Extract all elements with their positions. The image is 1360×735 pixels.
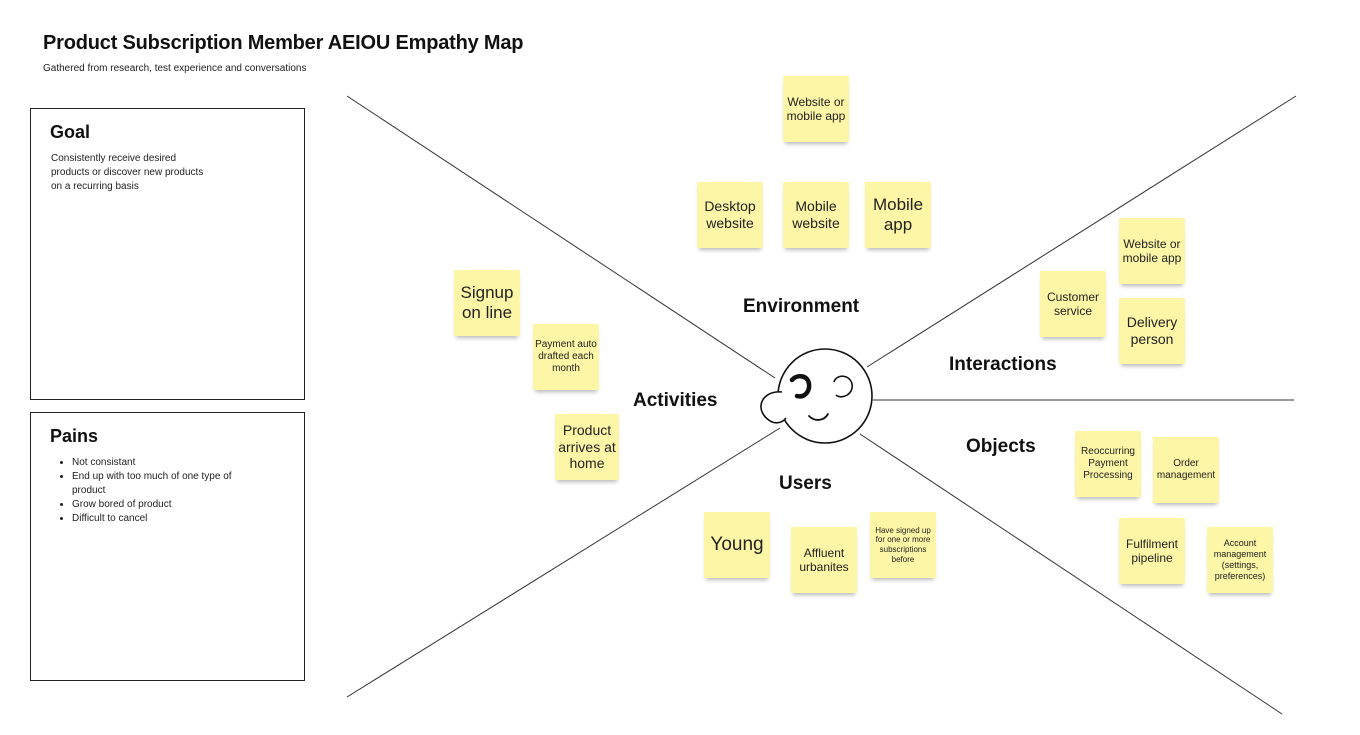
sticky-note[interactable]: Delivery person — [1119, 298, 1185, 364]
users-label: Users — [779, 473, 832, 494]
pains-heading: Pains — [50, 426, 99, 446]
smiling-face-icon — [760, 348, 873, 444]
pains-item: Difficult to cancel — [72, 512, 232, 526]
pains-item: Grow bored of product — [72, 498, 232, 512]
sticky-note[interactable]: Signup on line — [454, 270, 520, 336]
sticky-note[interactable]: Desktop website — [697, 182, 763, 248]
pains-list: Not consistant End up with too much of o… — [51, 456, 232, 526]
sticky-note[interactable]: Fulfilment pipeline — [1119, 518, 1185, 584]
sticky-note[interactable]: Order management — [1153, 437, 1219, 503]
page-title: Product Subscription Member AEIOU Empath… — [43, 32, 524, 54]
sticky-note[interactable]: Website or mobile app — [1119, 218, 1185, 284]
sticky-note[interactable]: Reoccurring Payment Processing — [1075, 431, 1141, 497]
sticky-note[interactable]: Product arrives at home — [555, 414, 619, 480]
sticky-note[interactable]: Account management (settings, preference… — [1207, 527, 1273, 593]
divider-line — [859, 433, 1283, 715]
divider-line — [346, 427, 781, 698]
pains-panel: Pains Not consistant End up with too muc… — [30, 412, 305, 681]
pains-item: Not consistant — [72, 456, 232, 470]
goal-heading: Goal — [50, 122, 91, 142]
page-subtitle: Gathered from research, test experience … — [43, 63, 307, 74]
goal-panel: Goal Consistently receive desired produc… — [30, 108, 305, 400]
divider-line — [866, 95, 1297, 368]
sticky-note[interactable]: Payment auto drafted each month — [533, 324, 599, 390]
divider-line — [346, 95, 776, 379]
goal-text: Consistently receive desired products or… — [51, 153, 204, 192]
sticky-note[interactable]: Young — [704, 512, 770, 578]
sticky-note[interactable]: Have signed up for one or more subscript… — [870, 512, 936, 578]
environment-label: Environment — [743, 296, 860, 317]
pains-item: End up with too much of one type of prod… — [72, 470, 232, 498]
sticky-note[interactable]: Affluent urbanites — [791, 527, 857, 593]
sticky-note[interactable]: Mobile app — [865, 182, 931, 248]
sticky-note[interactable]: Customer service — [1040, 271, 1106, 337]
interactions-label: Interactions — [949, 354, 1057, 375]
sticky-note[interactable]: Mobile website — [783, 182, 849, 248]
activities-label: Activities — [633, 390, 718, 411]
objects-label: Objects — [966, 436, 1036, 457]
sticky-note[interactable]: Website or mobile app — [783, 76, 849, 142]
